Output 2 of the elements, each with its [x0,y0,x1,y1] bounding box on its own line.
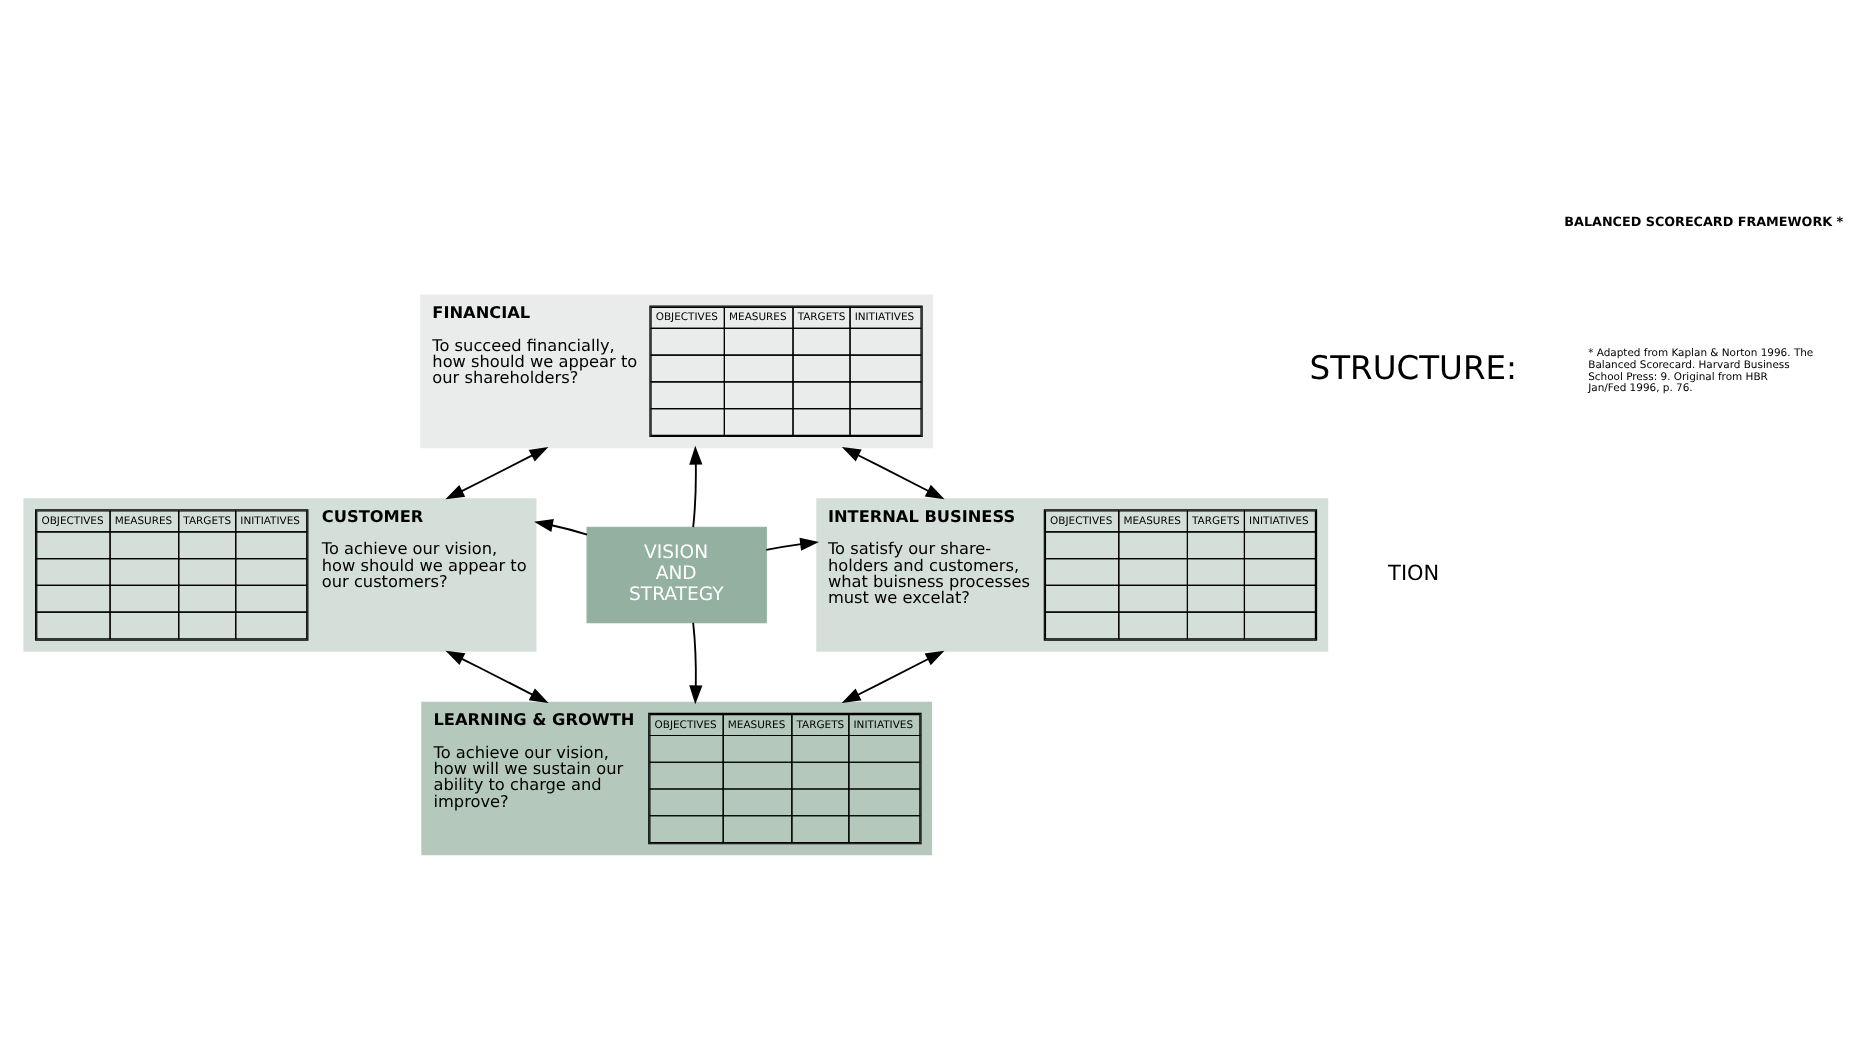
label: STRUCTURE: [1309,349,1518,388]
label: TION [1388,562,1440,587]
